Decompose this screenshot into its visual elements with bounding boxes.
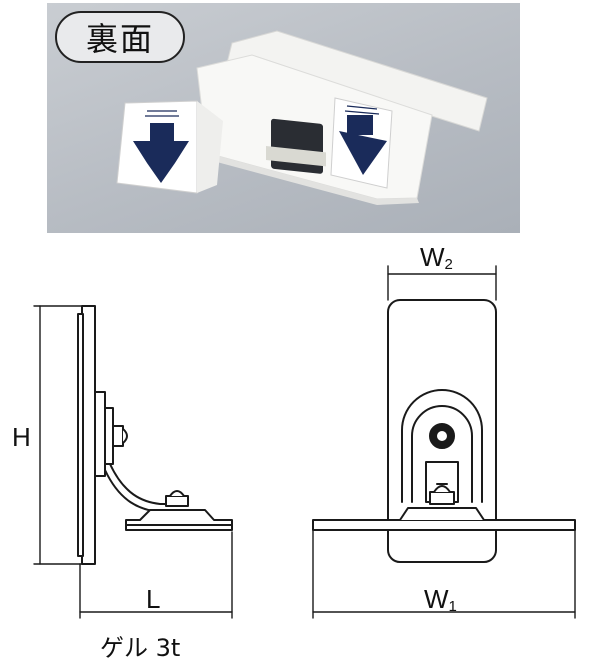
width2-label-sub: 2 (444, 256, 453, 273)
width1-label-sub: 1 (448, 598, 457, 615)
height-label: H (12, 422, 31, 452)
technical-drawing (33, 265, 576, 619)
side-view (77, 305, 233, 565)
length-dimension (79, 531, 233, 619)
length-label: L (146, 584, 161, 614)
product-photo-illustration (116, 30, 488, 205)
height-dimension (33, 305, 83, 565)
width1-dimension (312, 529, 576, 619)
width1-label-main: W (424, 584, 449, 614)
width1-label: W1 (424, 586, 457, 614)
front-view (312, 299, 576, 563)
width2-dimension (387, 265, 497, 301)
product-photo: 裏面 (47, 3, 520, 233)
width2-label: W2 (420, 244, 453, 272)
back-side-badge: 裏面 (55, 11, 185, 63)
gel-thickness-caption: ゲル 3t (100, 634, 181, 662)
width2-label-main: W (420, 242, 445, 272)
